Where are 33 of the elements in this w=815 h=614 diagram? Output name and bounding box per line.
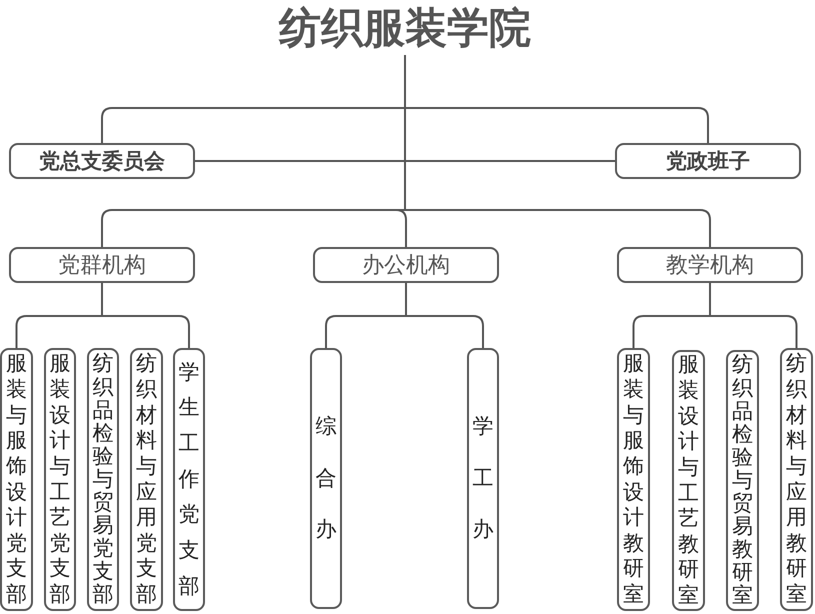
unit-box: [87, 348, 119, 611]
connector-line: [101, 283, 190, 348]
unit-name: 服装设计与工艺教研室: [678, 352, 699, 609]
unit-box: [130, 348, 163, 611]
unit-box: [0, 348, 33, 611]
unit-box: [467, 348, 499, 609]
unit-name: 纺织材料与应用党支部: [136, 351, 157, 608]
unit-name: 学工办: [472, 413, 494, 544]
unit-box: [726, 350, 759, 611]
org-box: 党政班子: [615, 143, 801, 179]
unit-name: 服装与服饰设计党支部: [6, 351, 27, 608]
org-box: 党总支委员会: [9, 143, 195, 179]
unit-name: 服装设计与工艺党支部: [50, 351, 70, 608]
connector-line: [405, 283, 484, 348]
unit-name: 纺织材料与应用教研室: [786, 351, 807, 608]
connector-line: [404, 55, 711, 247]
org-box: 教学机构: [617, 247, 803, 283]
unit-box: [44, 348, 76, 611]
connector-line: [195, 160, 615, 162]
diagram-title: 纺织服装学院: [255, 0, 555, 55]
unit-box: [173, 348, 205, 611]
connector-line: [709, 283, 798, 348]
unit-name: 服装与服饰设计教研室: [623, 351, 644, 608]
org-box: 办公机构: [313, 247, 499, 283]
unit-box: [310, 348, 342, 609]
unit-box: [617, 348, 650, 611]
unit-name: 纺织品检验与贸易教研室: [732, 353, 753, 608]
unit-name: 纺织品检验与贸易党支部: [92, 352, 114, 607]
unit-box: [780, 348, 813, 611]
unit-box: [672, 350, 705, 611]
unit-name: 综合办: [316, 413, 336, 544]
org-box: 党群机构: [9, 247, 195, 283]
unit-name: 学生工作党支部: [178, 358, 200, 600]
